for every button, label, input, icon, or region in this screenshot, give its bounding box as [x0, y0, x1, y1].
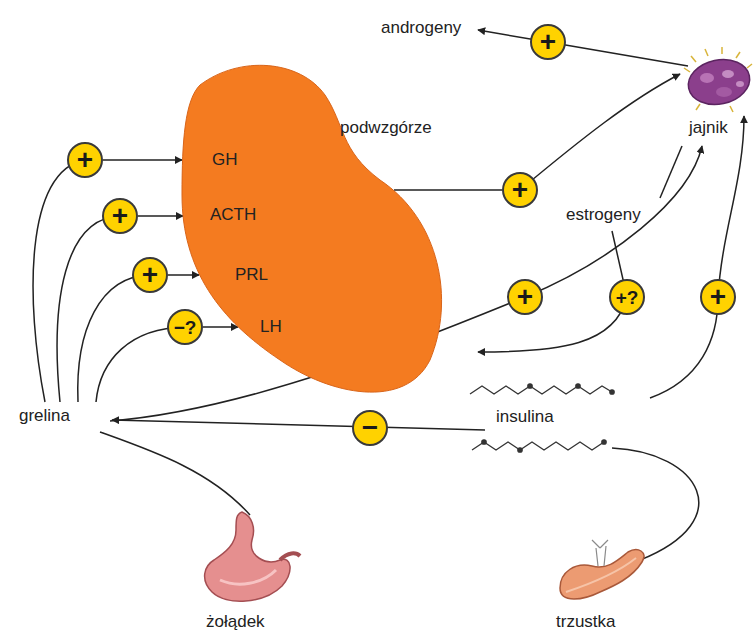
effect-sign: +: [540, 28, 556, 56]
arrow-line: [650, 116, 744, 398]
arrow-line: [33, 160, 85, 402]
arrow-line: [520, 74, 680, 190]
effect-arrow: [138, 215, 183, 217]
organ-label: trzustka: [555, 612, 617, 632]
organ-label: androgeny: [380, 18, 462, 38]
effect-sign: +: [517, 283, 533, 311]
effect-circle: +: [502, 172, 538, 208]
effect-sign: +: [77, 146, 93, 174]
leader-line: [660, 146, 682, 198]
effect-circle: +: [530, 24, 566, 60]
effect-circle: +: [67, 142, 103, 178]
hormone-name: ACTH: [210, 205, 256, 225]
effect-sign: +: [710, 283, 726, 311]
effect-circle: +?: [609, 279, 645, 315]
effect-arrow: [203, 326, 238, 328]
effect-sign: +: [112, 202, 128, 230]
effect-circle: −?: [167, 309, 203, 345]
effect-sign: +?: [616, 288, 639, 307]
arrow-line: [478, 231, 627, 352]
hypothalamus-shape: podwzgórzeGH ACTH PRL LH: [180, 55, 460, 410]
arrow-line: [78, 275, 150, 402]
arrow-line: [57, 216, 120, 402]
effect-sign: −?: [174, 318, 197, 337]
effect-circle: +: [507, 279, 543, 315]
effect-arrow: [168, 274, 199, 276]
hormone-name: LH: [260, 317, 282, 337]
connector-line: [100, 432, 250, 515]
effect-circle: −: [352, 410, 388, 446]
hormone-name: GH: [212, 150, 238, 170]
hormone-name: PRL: [235, 265, 268, 285]
hypothalamus-fill: [182, 65, 442, 392]
stomach-illustration: [205, 512, 300, 601]
effect-sign: +: [512, 176, 528, 204]
molecule-drawing: [470, 384, 614, 452]
arrow-line: [112, 420, 485, 430]
effect-sign: +: [142, 261, 158, 289]
organ-label: estrogeny: [565, 205, 642, 225]
effect-circle: +: [132, 257, 168, 293]
effect-circle: +: [700, 279, 736, 315]
ovary-illustration: [684, 47, 754, 112]
region-name: podwzgórze: [340, 118, 432, 138]
effect-circle: +: [102, 198, 138, 234]
organ-label: żołądek: [205, 612, 266, 632]
arrow-line: [478, 30, 688, 66]
pancreas-illustration: [560, 540, 644, 599]
hypothalamus-outline: [180, 55, 460, 410]
effect-sign: −: [362, 414, 378, 442]
connector-line: [612, 448, 699, 560]
effect-arrow: [103, 159, 182, 161]
organ-label: insulina: [495, 407, 555, 427]
organ-label: jajnik: [688, 118, 729, 138]
effect-arrow: [394, 189, 502, 191]
organ-label: grelina: [18, 406, 71, 426]
